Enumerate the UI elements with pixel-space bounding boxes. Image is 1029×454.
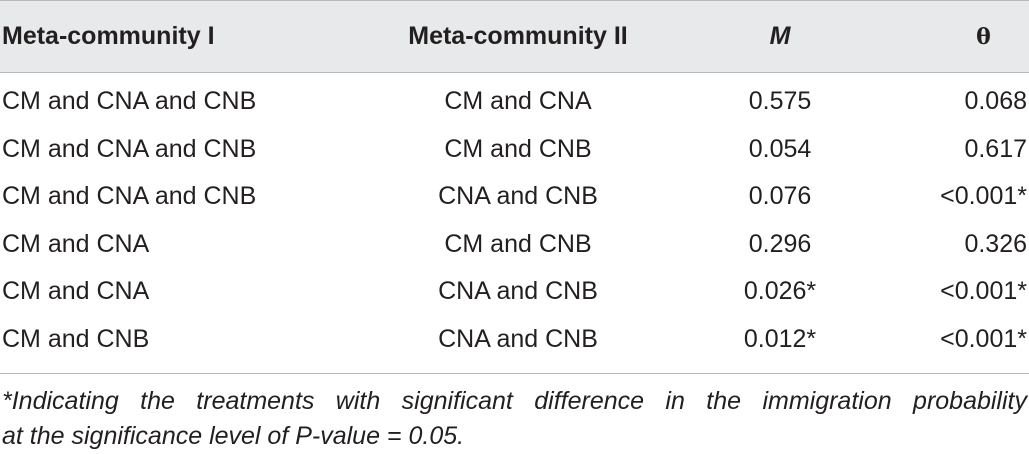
cell-theta: <0.001* xyxy=(940,182,1027,211)
cell-m: 0.296 xyxy=(748,229,812,258)
table-header-row: Meta-community I Meta-community II M θ xyxy=(0,0,1029,73)
table-body: CM and CNA and CNB CM and CNA 0.575 0.06… xyxy=(0,73,1029,363)
cell-meta-community-2: CM and CNB xyxy=(444,229,592,258)
cell-m: 0.575 xyxy=(748,87,812,116)
cell-m: 0.012* xyxy=(743,324,817,353)
theta-symbol: θ xyxy=(976,23,991,50)
footnote-line-2: at the significance level of P-value = 0… xyxy=(2,422,465,450)
table-row: CM and CNA and CNB CM and CNA 0.575 0.06… xyxy=(0,78,1029,126)
table-row: CM and CNA CM and CNB 0.296 0.326 xyxy=(0,221,1029,269)
cell-meta-community-1: CM and CNA and CNB xyxy=(2,134,257,163)
cell-theta: 0.617 xyxy=(964,134,1027,163)
cell-m: 0.076 xyxy=(748,182,812,211)
table-row: CM and CNA and CNB CNA and CNB 0.076 <0.… xyxy=(0,173,1029,221)
table-footnote: *Indicating the treatments with signific… xyxy=(0,374,1029,454)
cell-m: 0.054 xyxy=(748,134,812,163)
cell-meta-community-2: CM and CNA xyxy=(444,87,592,116)
cell-meta-community-1: CM and CNB xyxy=(2,324,150,353)
header-m: M xyxy=(769,22,791,50)
cell-meta-community-2: CNA and CNB xyxy=(438,182,598,211)
cell-theta: <0.001* xyxy=(940,277,1027,306)
header-meta-community-1: Meta-community I xyxy=(2,22,215,50)
cell-m: 0.026* xyxy=(743,277,817,306)
footnote-line-1: *Indicating the treatments with signific… xyxy=(2,387,1027,415)
header-meta-community-2: Meta-community II xyxy=(408,22,628,50)
cell-meta-community-1: CM and CNA xyxy=(2,229,150,258)
table-row: CM and CNB CNA and CNB 0.012* <0.001* xyxy=(0,316,1029,364)
cell-meta-community-1: CM and CNA and CNB xyxy=(2,87,257,116)
cell-meta-community-1: CM and CNA and CNB xyxy=(2,182,257,211)
header-theta: θ xyxy=(880,1,1027,72)
cell-meta-community-1: CM and CNA xyxy=(2,277,150,306)
table-row: CM and CNA and CNB CM and CNB 0.054 0.61… xyxy=(0,126,1029,174)
cell-meta-community-2: CNA and CNB xyxy=(438,324,598,353)
table-row: CM and CNA CNA and CNB 0.026* <0.001* xyxy=(0,268,1029,316)
cell-theta: 0.326 xyxy=(964,229,1027,258)
cell-meta-community-2: CM and CNB xyxy=(444,134,592,163)
cell-theta: <0.001* xyxy=(940,324,1027,353)
cell-meta-community-2: CNA and CNB xyxy=(438,277,598,306)
table-bottom-rule xyxy=(0,373,1029,374)
cell-theta: 0.068 xyxy=(964,87,1027,116)
